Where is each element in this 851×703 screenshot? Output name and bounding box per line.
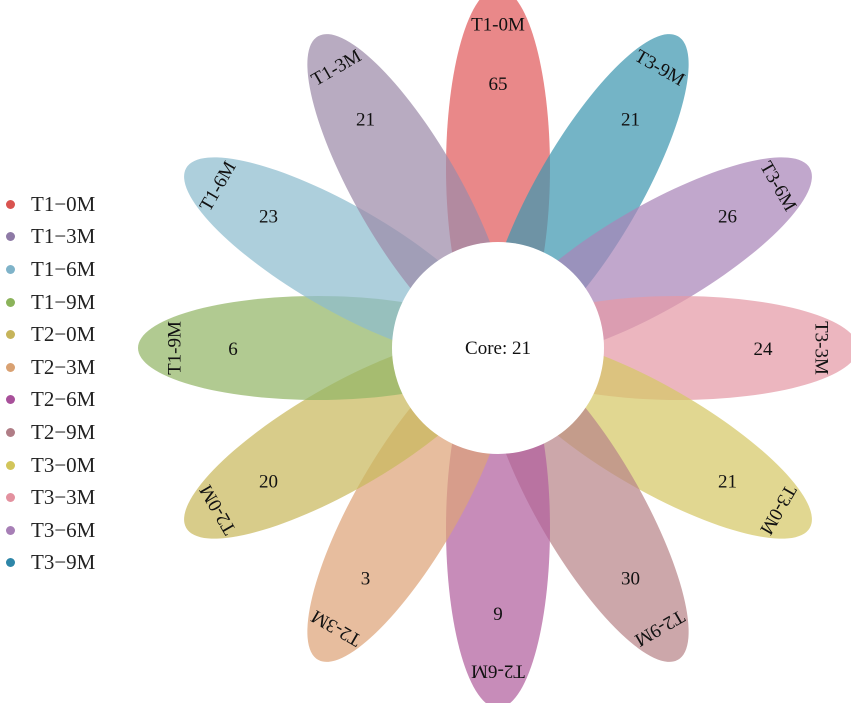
legend-label: T2−9M	[31, 419, 96, 444]
petal-value-t3-0m: 21	[718, 472, 737, 493]
legend-swatch	[6, 330, 15, 340]
legend-swatch	[6, 460, 15, 470]
core-circle	[392, 242, 604, 454]
legend-label: T3−0M	[31, 452, 96, 477]
petal-value-t2-9m: 30	[621, 569, 640, 590]
petal-value-t3-6m: 26	[718, 207, 737, 228]
petal-value-t2-0m: 20	[259, 472, 278, 493]
legend-item: T3−3M	[6, 481, 95, 514]
legend-label: T1−0M	[31, 191, 96, 216]
legend-label: T1−3M	[31, 224, 96, 249]
legend-item: T1−0M	[6, 188, 95, 221]
legend-swatch	[6, 362, 15, 372]
legend-item: T2−9M	[6, 416, 95, 449]
legend-item: T2−0M	[6, 318, 95, 351]
legend-swatch	[6, 264, 15, 274]
legend-item: T2−6M	[6, 384, 95, 417]
legend-item: T1−6M	[6, 253, 95, 286]
legend-swatch	[6, 395, 15, 405]
legend-swatch	[6, 493, 15, 503]
legend: T1−0M T1−3M T1−6M T1−9M T2−0M T2−3M T2−6M T2−9M…	[6, 188, 95, 579]
legend-label: T3−6M	[31, 517, 96, 542]
legend-swatch	[6, 199, 15, 209]
petal-value-t3-9m: 21	[621, 110, 640, 131]
core-label: Core: 21	[465, 338, 531, 359]
petal-value-t1-6m: 23	[259, 207, 278, 228]
legend-item: T2−3M	[6, 351, 95, 384]
legend-swatch	[6, 427, 15, 437]
legend-label: T3−3M	[31, 485, 96, 510]
petal-value-t1-0m: 65	[489, 74, 508, 95]
petal-value-t1-3m: 21	[356, 110, 375, 131]
legend-label: T1−6M	[31, 256, 96, 281]
petal-value-t2-6m: 9	[493, 604, 503, 625]
legend-item: T1−9M	[6, 286, 95, 319]
petal-value-t1-9m: 6	[228, 339, 238, 360]
petal-label-t1-0m: T1-0M	[471, 14, 525, 35]
petal-label-t1-9m: T1-9M	[164, 321, 185, 375]
petal-value-t2-3m: 3	[361, 569, 371, 590]
petal-label-t3-3m: T3-3M	[811, 321, 832, 375]
legend-label: T2−6M	[31, 387, 96, 412]
legend-label: T1−9M	[31, 289, 96, 314]
legend-item: T3−6M	[6, 514, 95, 547]
legend-label: T2−0M	[31, 322, 96, 347]
legend-label: T2−3M	[31, 354, 96, 379]
petal-label-t2-6m: T2-6M	[471, 661, 525, 682]
legend-swatch	[6, 558, 15, 568]
petal-value-t3-3m: 24	[754, 339, 774, 360]
legend-swatch	[6, 232, 15, 242]
legend-swatch	[6, 297, 15, 307]
legend-item: T3−9M	[6, 547, 95, 580]
legend-item: T3−0M	[6, 449, 95, 482]
legend-swatch	[6, 525, 15, 535]
legend-label: T3−9M	[31, 550, 96, 575]
legend-item: T1−3M	[6, 221, 95, 254]
